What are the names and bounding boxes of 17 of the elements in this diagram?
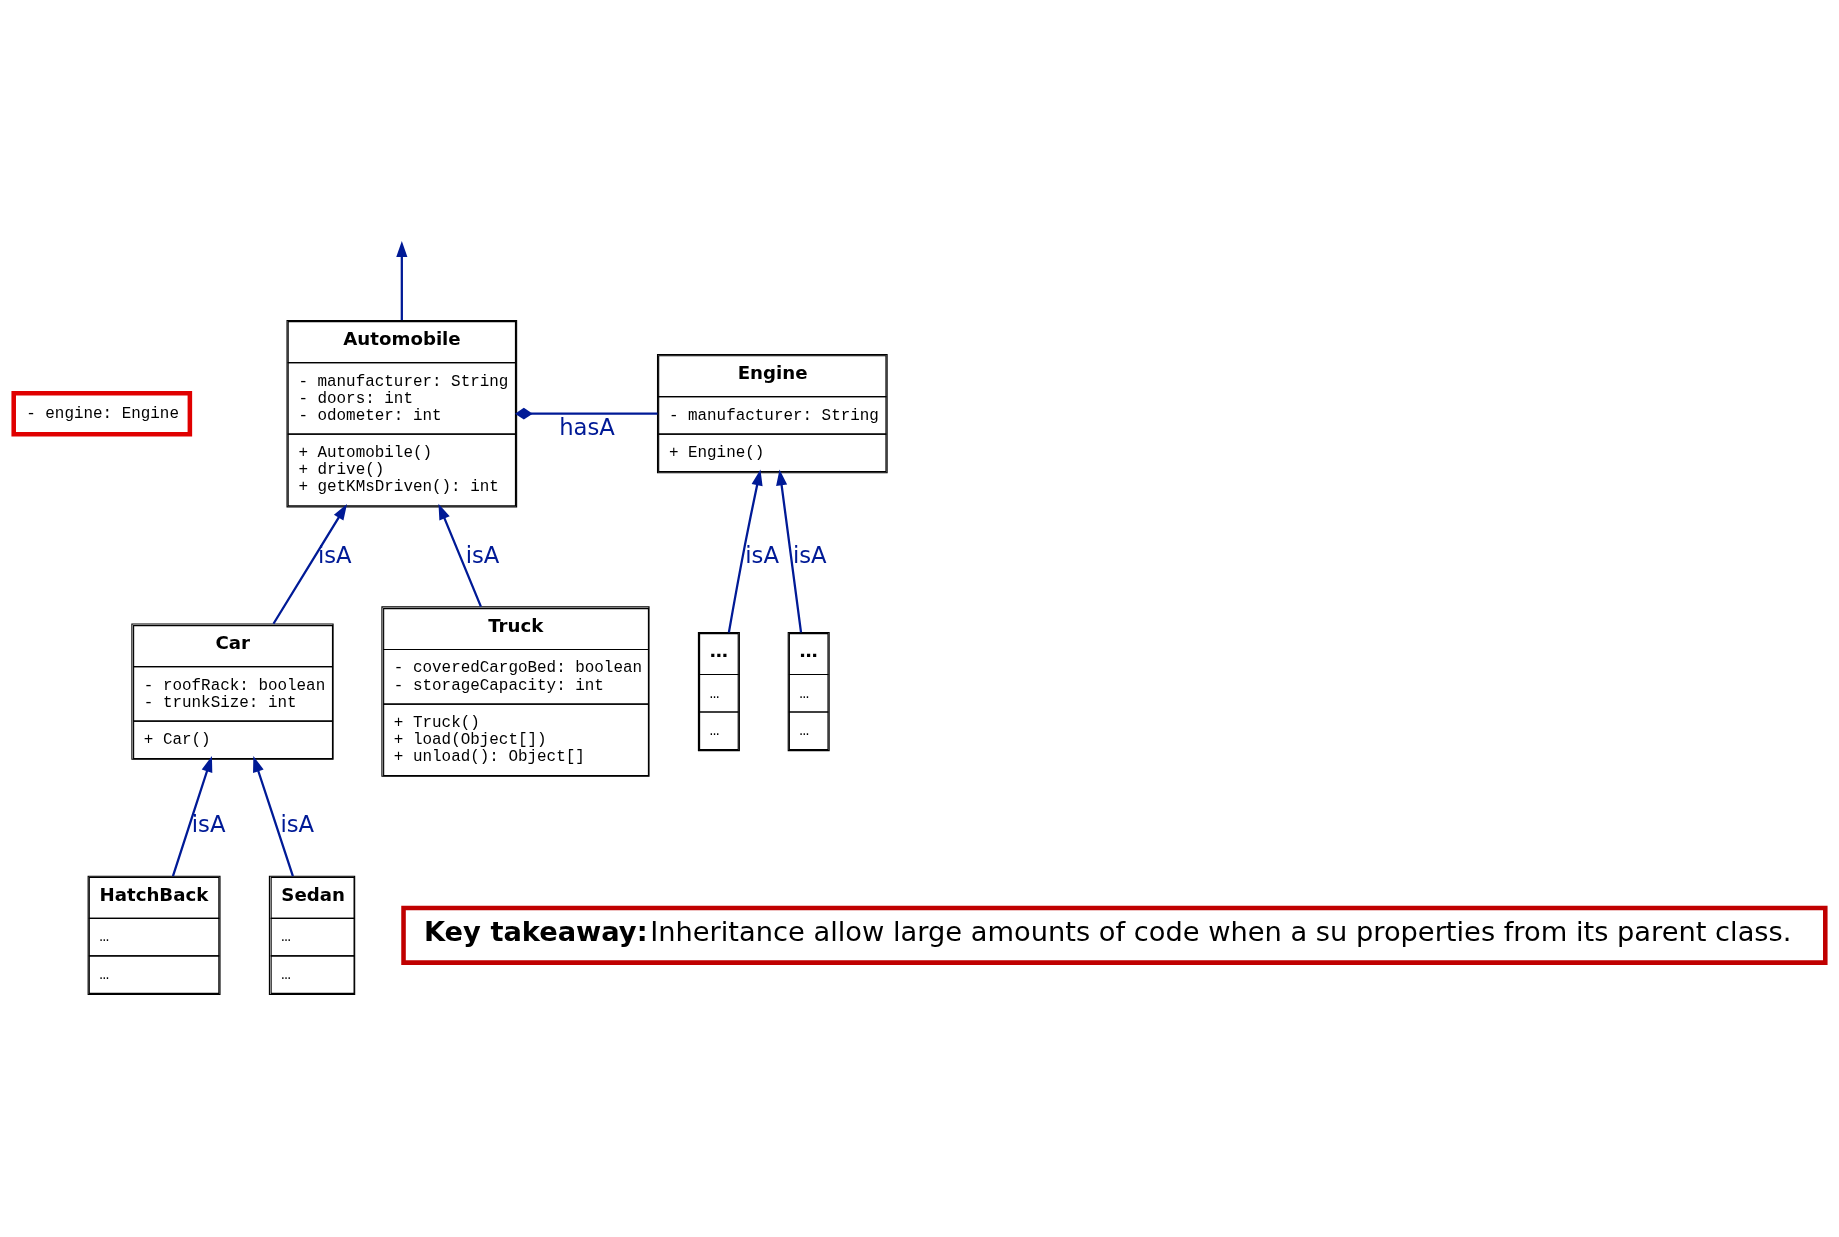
arrow <box>171 755 213 876</box>
node-box: - engine: Engine <box>11 390 193 436</box>
arrow <box>396 240 408 320</box>
arrow <box>272 503 347 624</box>
edge-label: isA <box>465 541 500 568</box>
connector <box>514 407 658 420</box>
edge-label: isA <box>317 541 352 568</box>
arrow <box>727 468 763 633</box>
edge-label: isA <box>792 541 827 568</box>
edge-label: isA <box>745 541 779 568</box>
arrow <box>438 503 482 607</box>
arrow <box>776 468 803 632</box>
edge-label: isA <box>191 810 226 837</box>
edge-label: hasA <box>559 413 615 440</box>
edge-label: isA <box>280 810 315 837</box>
node-box: Key takeaway:Inheritance allow large amounts of code when a su properties from its parent class. <box>401 905 1828 965</box>
arrow <box>253 755 294 876</box>
